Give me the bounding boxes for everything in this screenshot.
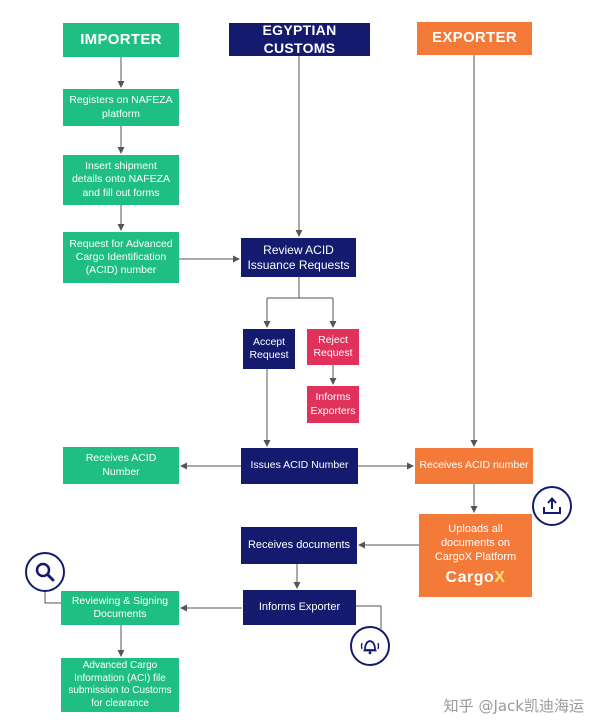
bell-icon — [350, 626, 390, 666]
customs-header: EGYPTIAN CUSTOMS — [229, 22, 370, 56]
issues-acid-step: Issues ACID Number — [241, 448, 358, 484]
reject-request-step: Reject Request — [307, 329, 359, 365]
upload-documents-label: Uploads all documents on CargoX Platform — [434, 523, 517, 563]
review-acid-step: Review ACID Issuance Requests — [241, 238, 356, 277]
exporter-header: EXPORTER — [417, 22, 532, 55]
request-acid-step: Request for Advanced Cargo Identificatio… — [63, 232, 179, 283]
importer-header: IMPORTER — [63, 23, 179, 57]
importer-receives-acid-step: Receives ACID Number — [63, 447, 179, 484]
upload-documents-step: Uploads all documents on CargoX Platform… — [419, 514, 532, 597]
informs-exporters-step: Informs Exporters — [307, 386, 359, 423]
search-icon — [25, 552, 65, 592]
aci-submission-step: Advanced Cargo Information (ACI) file su… — [61, 658, 179, 712]
informs-exporter-step: Informs Exporter — [243, 590, 356, 625]
watermark: 知乎 @Jack凯迪海运 — [443, 697, 584, 715]
reviewing-signing-step: Reviewing & Signing Documents — [61, 591, 179, 625]
cargox-logo: CargoX — [445, 568, 506, 586]
register-nafeza-step: Registers on NAFEZA platform — [63, 89, 179, 126]
accept-request-step: Accept Request — [243, 329, 295, 369]
exporter-receives-acid-step: Receives ACID number — [415, 448, 533, 484]
upload-icon — [532, 486, 572, 526]
insert-shipment-step: Insert shipment details onto NAFEZA and … — [63, 155, 179, 205]
receives-documents-step: Receives documents — [241, 527, 357, 564]
